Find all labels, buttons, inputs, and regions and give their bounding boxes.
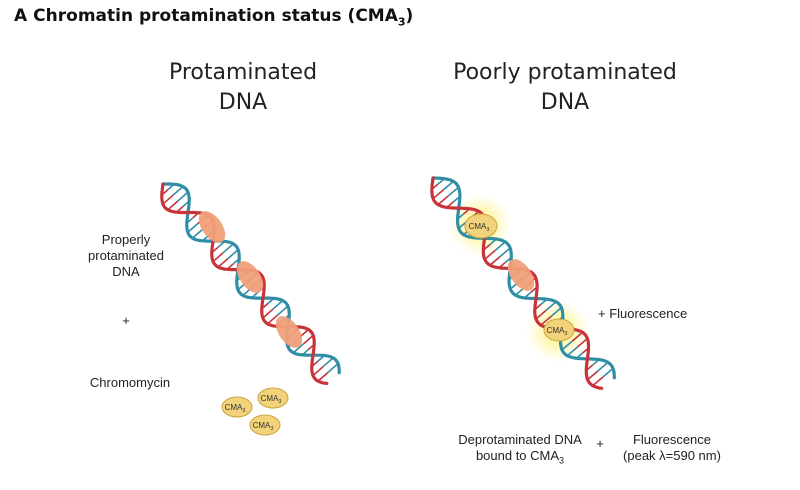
base-pair-half	[432, 189, 444, 200]
cma3-bead-label: CMA3	[469, 222, 490, 233]
cma3-bead-sub: 3	[270, 426, 273, 432]
base-pair-half	[447, 186, 460, 197]
cma3-bead-sub: 3	[242, 408, 245, 414]
base-pair-half	[602, 367, 614, 378]
right-title-line2: DNA	[540, 90, 590, 115]
base-pair-half	[317, 371, 329, 382]
fluorescence-label: + Fluorescence	[598, 306, 688, 321]
panel-title-close: )	[405, 6, 414, 26]
cma3-bead-shape	[464, 213, 498, 239]
base-pair-half	[162, 194, 174, 205]
base-pair-half	[576, 337, 588, 348]
deprotaminated-line1: Deprotaminated DNA	[458, 432, 582, 447]
cma3-bead-shape	[221, 396, 253, 418]
protamine-blob	[236, 261, 264, 293]
deprotaminated-label: Deprotaminated DNA bound to CMA3	[450, 432, 590, 469]
base-pair-half	[222, 243, 234, 254]
chromomycin-label: Chromomycin	[89, 375, 171, 390]
base-pair-half	[327, 362, 339, 373]
base-pair-half	[212, 252, 224, 263]
base-pair-half	[217, 257, 229, 268]
cma3-bead-shape	[543, 318, 575, 342]
cma3-bead-shape	[249, 414, 281, 436]
base-pair-half	[566, 346, 578, 357]
cma3-free-bead: CMA3	[249, 414, 281, 436]
cma3-free-bead: CMA3	[221, 396, 253, 418]
base-pair-half	[571, 331, 584, 342]
base-pair-half	[272, 299, 284, 310]
base-pair-half	[561, 340, 573, 351]
properly-line1: Properly	[101, 232, 151, 247]
fluorescence-peak-label: Fluorescence (peak λ=590 nm)	[612, 432, 732, 464]
fluorescence-peak-line2: (peak λ=590 nm)	[623, 448, 721, 463]
protamine-blob	[507, 259, 535, 291]
cma3-bead-sub: 3	[564, 331, 567, 337]
properly-line3: DNA	[112, 264, 140, 279]
base-pair-half	[484, 249, 496, 260]
bottom-plus-sign: +	[596, 436, 604, 451]
base-pair-half	[499, 247, 511, 258]
left-plus-sign: +	[122, 313, 130, 328]
protamine-blob	[275, 316, 303, 348]
left-dna-helix	[160, 182, 341, 385]
left-title-line1: Protaminated	[168, 60, 318, 85]
base-pair-half	[167, 200, 179, 211]
base-pair-half	[177, 191, 189, 202]
left-title-line2: DNA	[218, 90, 268, 115]
panel-title-sub: 3	[397, 15, 406, 29]
cma3-bead-label: CMA3	[225, 403, 246, 414]
base-pair-half	[227, 249, 239, 259]
left-column-title: Protaminated DNA	[143, 58, 343, 118]
base-pair-half	[187, 223, 199, 233]
panel-title-text: Chromatin protamination status (CMA	[33, 6, 398, 26]
properly-protaminated-label: Properly protaminated DNA	[76, 232, 176, 280]
base-pair-half	[540, 315, 552, 326]
base-pair-half	[535, 309, 547, 320]
fluorescence-peak-line1: Fluorescence	[632, 432, 712, 447]
right-title-line1: Poorly protaminated	[453, 60, 677, 85]
base-pair-half	[172, 185, 184, 196]
base-pair-half	[267, 314, 279, 325]
base-pair-half	[442, 180, 454, 191]
deprotaminated-line2: bound to CMA3	[475, 448, 565, 466]
cma3-bead-label: CMA3	[547, 326, 568, 337]
dna-strand-teal	[431, 176, 616, 380]
base-pair-half	[592, 376, 604, 387]
base-pair-half	[322, 357, 334, 368]
cma3-bead-sub: 3	[278, 399, 281, 405]
base-pair-half	[292, 343, 304, 354]
cma3-bead-label: CMA3	[253, 421, 274, 432]
cma3-bead-shape	[257, 387, 289, 409]
base-pair-half	[494, 241, 506, 252]
cma3-bound-bead: CMA3	[464, 213, 498, 239]
base-pair-half	[587, 370, 599, 381]
base-pair-half	[302, 334, 314, 345]
cma3-free-bead: CMA3	[257, 387, 289, 409]
base-pair-half	[262, 308, 274, 319]
base-pair-half	[550, 307, 562, 317]
right-column-title: Poorly protaminated DNA	[430, 58, 700, 118]
base-pair-half	[191, 228, 204, 239]
base-pair-half	[312, 366, 324, 377]
cma3-bead-sub: 3	[486, 227, 489, 233]
cma3-bound-bead: CMA3	[543, 318, 575, 342]
base-pair-half	[277, 305, 289, 316]
base-pair-half	[437, 195, 449, 206]
base-pair-half	[545, 301, 557, 312]
dna-strand-teal	[161, 182, 341, 375]
cma3-bead-label: CMA3	[261, 394, 282, 405]
protamine-blob	[198, 211, 226, 243]
panel-letter: A	[14, 6, 28, 26]
properly-line2: protaminated	[88, 248, 164, 263]
base-pair-half	[597, 361, 609, 372]
base-pair-half	[489, 255, 501, 266]
